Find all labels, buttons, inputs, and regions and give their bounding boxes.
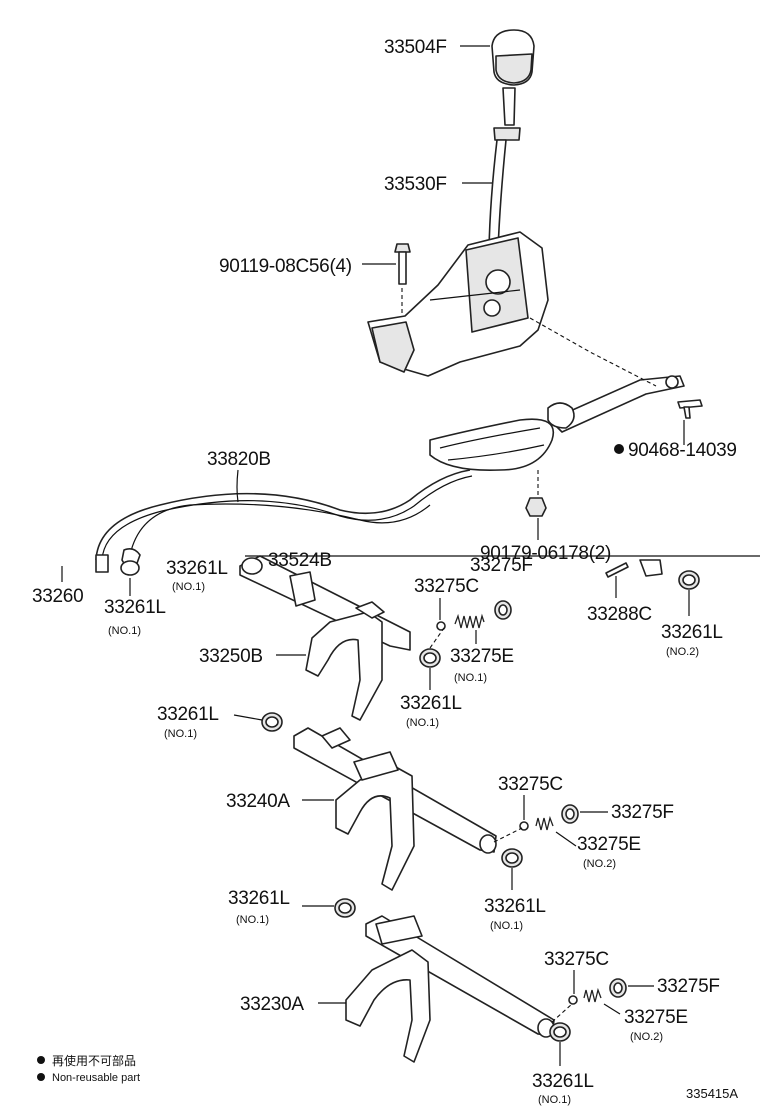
legend-en: Non-reusable part: [52, 1072, 140, 1084]
bolt[interactable]: [394, 243, 411, 285]
callout-right-bush[interactable]: 33261L: [661, 622, 723, 643]
detent-spring-upper[interactable]: [454, 613, 485, 629]
bushing-left-c[interactable]: [334, 898, 356, 918]
callout-left-bush-c-note: (NO.1): [236, 914, 269, 926]
callout-upper-shaft[interactable]: 33524B: [268, 550, 332, 571]
callout-bush-cable[interactable]: 33261L: [104, 597, 166, 618]
callout-lever[interactable]: 33530F: [384, 174, 447, 195]
shift-knob[interactable]: [491, 29, 535, 86]
bushing-2[interactable]: [501, 848, 523, 868]
legend-dot-icon: [37, 1056, 45, 1064]
leader-lines: [61, 45, 690, 1066]
callout-spring-e-3-note: (NO.2): [630, 1031, 663, 1043]
legend: 再使用不可部品 Non-reusable part: [37, 1053, 140, 1084]
callout-knob[interactable]: 33504F: [384, 37, 447, 58]
nut[interactable]: [525, 497, 547, 517]
callout-bolt[interactable]: 90119-08C56(4): [219, 256, 352, 277]
legend-jp: 再使用不可部品: [52, 1053, 136, 1068]
callout-bush-3[interactable]: 33261L: [532, 1071, 594, 1092]
callout-clip[interactable]: 90468-14039: [628, 440, 737, 461]
callout-left-bush-c[interactable]: 33261L: [228, 888, 290, 909]
callout-right-bush-note: (NO.2): [666, 646, 699, 658]
spring-f-3[interactable]: [609, 978, 627, 998]
callout-fork-a-230[interactable]: 33230A: [240, 994, 305, 1015]
callout-fork-a-240[interactable]: 33240A: [226, 791, 291, 812]
legend-dot-icon: [37, 1073, 45, 1081]
figure-code: 335415A: [686, 1086, 738, 1101]
callout-upper-bush[interactable]: 33261L: [166, 558, 228, 579]
callout-upper-spring-e-note: (NO.1): [454, 672, 487, 684]
spring-f-upper[interactable]: [494, 600, 512, 620]
detent-spring-2[interactable]: [535, 815, 554, 831]
callout-spring-f-2[interactable]: 33275F: [611, 802, 674, 823]
callout-nut[interactable]: 90179-06178(2): [480, 543, 611, 564]
bushing-3[interactable]: [549, 1022, 571, 1042]
bushing-cable-end[interactable]: [120, 560, 140, 576]
shift-cable[interactable]: [95, 375, 685, 573]
bushing-left-b[interactable]: [261, 712, 283, 732]
callout-left-bush-b[interactable]: 33261L: [157, 704, 219, 725]
shift-fork-33240a[interactable]: [335, 751, 415, 891]
detent-ball-3[interactable]: [568, 995, 578, 1005]
bushing-right-no2[interactable]: [678, 570, 700, 590]
shift-lever-housing[interactable]: [367, 231, 549, 377]
nonreusable-dot-icon: [614, 444, 624, 454]
callout-ball-3[interactable]: 33275C: [544, 949, 609, 970]
spring-f-2[interactable]: [561, 804, 579, 824]
callout-upper-bush-note: (NO.1): [172, 581, 205, 593]
callout-mid-bush-note: (NO.1): [406, 717, 439, 729]
pin[interactable]: [605, 562, 629, 578]
callout-ball-2[interactable]: 33275C: [498, 774, 563, 795]
callout-left-bush-b-note: (NO.1): [164, 728, 197, 740]
callout-pin[interactable]: 33288C: [587, 604, 652, 625]
callout-upper-spring-f[interactable]: 33275F: [470, 555, 533, 576]
callout-fork-b[interactable]: 33250B: [199, 646, 263, 667]
callout-bush-2[interactable]: 33261L: [484, 896, 546, 917]
callout-upper-spring-e[interactable]: 33275E: [450, 646, 514, 667]
shift-fork-33230a[interactable]: [345, 915, 431, 1063]
callout-bush-3-note: (NO.1): [538, 1094, 571, 1106]
bushing-mid-upper[interactable]: [419, 648, 441, 668]
callout-spring-e-3[interactable]: 33275E: [624, 1007, 688, 1028]
callout-upper-ball[interactable]: 33275C: [414, 576, 479, 597]
callout-spring-e-2[interactable]: 33275E: [577, 834, 641, 855]
bracket-right[interactable]: [639, 559, 663, 577]
callout-cable[interactable]: 33820B: [207, 449, 271, 470]
callout-bush-cable-note: (NO.1): [108, 625, 141, 637]
shift-lever[interactable]: [488, 87, 521, 251]
shift-fork-33250b[interactable]: [305, 601, 385, 721]
callout-spring-e-2-note: (NO.2): [583, 858, 616, 870]
callout-mid-bush[interactable]: 33261L: [400, 693, 462, 714]
detent-spring-3[interactable]: [583, 987, 602, 1003]
detent-ball-upper[interactable]: [436, 621, 446, 631]
callout-bracket[interactable]: 33260: [32, 586, 84, 607]
callout-spring-f-3[interactable]: 33275F: [657, 976, 720, 997]
clip[interactable]: [677, 399, 703, 419]
callout-bush-2-note: (NO.1): [490, 920, 523, 932]
